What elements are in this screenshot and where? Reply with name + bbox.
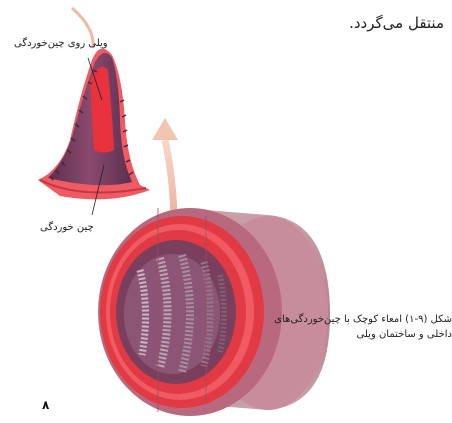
top-text-line: منتقل می‌گردد. [349,14,444,32]
label-fold: چین خوردگی [40,222,94,233]
villus-fold-drawing [38,49,150,200]
figure-caption: شکل (۹-۱) امعاء کوچک با چین‌خوردگی‌های د… [380,312,452,342]
caption-line-1: شکل (۹-۱) امعاء کوچک با چین‌خوردگی‌های [380,312,452,327]
page-number: ۸ [42,398,49,412]
label-villi-on-fold: ویلی روی چین‌خوردگی [14,38,108,49]
caption-line-2: داخلی و ساختمان ویلی [380,327,452,342]
